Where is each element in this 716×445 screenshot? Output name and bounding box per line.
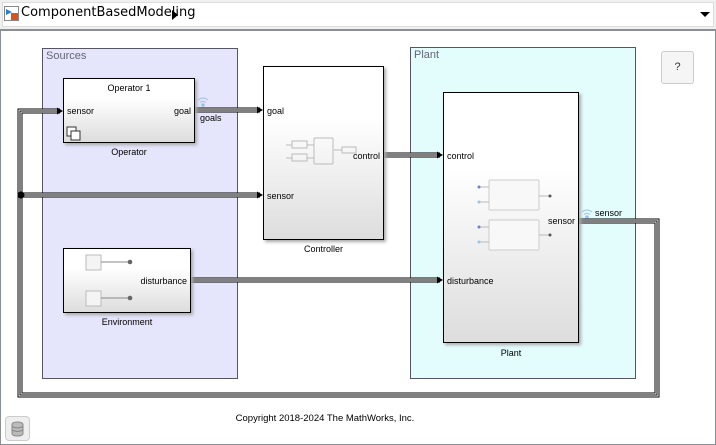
plant-preview-icon <box>477 179 552 251</box>
wifi-icon <box>197 97 209 107</box>
environment-block[interactable]: disturbance <box>63 248 191 313</box>
port-sensor: sensor <box>267 191 295 201</box>
block-caption: Environment <box>101 317 153 327</box>
title-bar: ComponentBasedModeling <box>0 0 716 31</box>
copyright-text: Copyright 2018-2024 The MathWorks, Inc. <box>235 413 415 424</box>
operator-block[interactable]: Operator 1 sensor goal <box>63 78 195 143</box>
model-data-button[interactable] <box>5 416 30 441</box>
triangle-down-icon[interactable] <box>699 11 711 19</box>
port-goal: goal <box>267 106 285 116</box>
plant-block[interactable]: control disturbance sensor <box>443 92 579 343</box>
reference-model-icon <box>66 126 81 141</box>
address-bar[interactable] <box>2 2 714 27</box>
port-goal: goal <box>173 106 191 116</box>
port-sensor: sensor <box>67 106 95 116</box>
wifi-icon <box>581 209 593 219</box>
block-caption: Operator <box>111 147 147 157</box>
environment-preview-icon <box>85 254 133 307</box>
branch-point <box>17 191 25 199</box>
help-button[interactable]: ? <box>661 51 694 84</box>
area-label: Plant <box>414 49 440 61</box>
block-caption: Plant <box>500 348 522 358</box>
block-caption: Controller <box>303 244 343 254</box>
signal-label-sensor: sensor <box>595 208 623 218</box>
controller-block[interactable]: goal sensor control <box>263 66 384 240</box>
port-sensor: sensor <box>547 216 575 226</box>
block-title: Operator 1 <box>107 83 151 93</box>
signal-label-goals: goals <box>200 113 222 123</box>
database-icon <box>11 421 24 437</box>
simulink-model-icon <box>4 6 19 21</box>
controller-preview-icon <box>286 137 357 165</box>
port-disturbance: disturbance <box>447 276 494 286</box>
area-label: Sources <box>46 50 87 62</box>
model-breadcrumb[interactable]: ComponentBasedModeling <box>21 5 196 20</box>
port-control: control <box>352 151 380 161</box>
bus-sensor <box>17 108 660 398</box>
port-disturbance: disturbance <box>140 276 187 286</box>
triangle-right-icon[interactable] <box>171 9 179 21</box>
port-control: control <box>447 151 475 161</box>
